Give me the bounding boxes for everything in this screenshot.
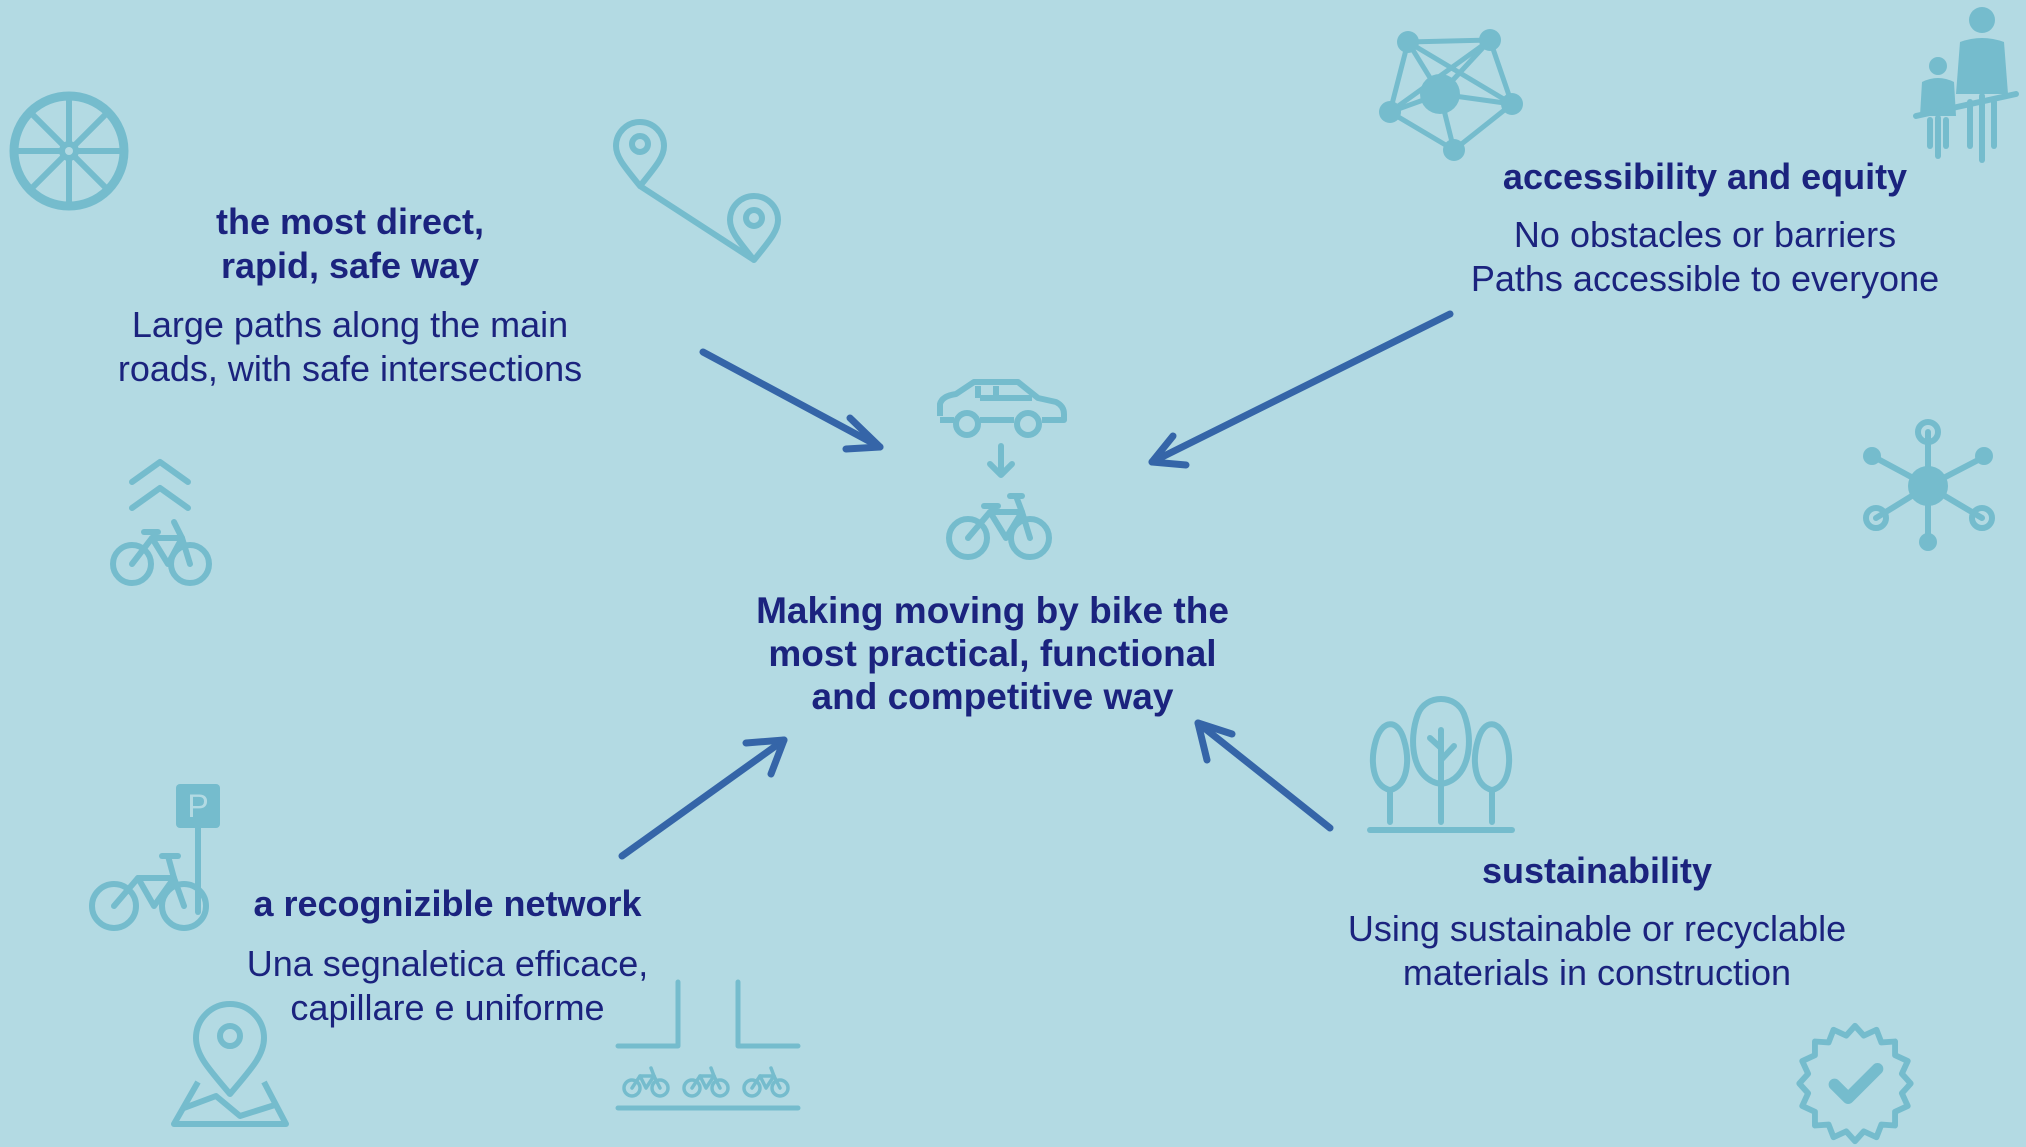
central-goal-line: Making moving by bike the [756, 590, 1229, 631]
verified-badge-icon [1796, 1022, 1914, 1145]
arrow-from-direct [699, 348, 884, 453]
node-desc-line: Paths accessible to everyone [1470, 258, 1940, 299]
node-desc-line: capillare e uniforme [290, 987, 605, 1028]
map-pin-icon [171, 1001, 289, 1127]
hub-icon [1863, 419, 1995, 551]
node-network: a recognizible network Una segnaletica e… [180, 882, 715, 1030]
node-desc-line: Large paths along the main [131, 304, 569, 345]
svg-text:P: P [187, 788, 208, 824]
node-network-title: a recognizible network [180, 882, 715, 926]
node-title-line: rapid, safe way [220, 245, 480, 286]
central-goal: Making moving by bike the most practical… [700, 589, 1285, 718]
node-desc-line: Una segnaletica efficace, [246, 943, 649, 984]
node-title-line: a recognizible network [253, 883, 642, 924]
central-goal-line: and competitive way [811, 676, 1174, 717]
car-icon [937, 379, 1067, 438]
node-sustainability-description: Using sustainable or recyclable material… [1317, 907, 1877, 995]
network-graph-icon [1379, 29, 1523, 161]
node-accessibility-title: accessibility and equity [1425, 155, 1985, 199]
family-cycling-icon [1913, 7, 2019, 163]
node-direct: the most direct, rapid, safe way Large p… [80, 200, 620, 391]
node-direct-title: the most direct, rapid, safe way [80, 200, 620, 288]
arrow-from-network [618, 736, 788, 860]
node-desc-line: roads, with safe intersections [117, 348, 583, 389]
route-pins-icon [613, 119, 781, 263]
bike-rack-icon [615, 979, 801, 1111]
node-desc-line: No obstacles or barriers [1513, 214, 1897, 255]
node-sustainability: sustainability Using sustainable or recy… [1317, 849, 1877, 995]
node-network-description: Una segnaletica efficace, capillare e un… [180, 942, 715, 1030]
bicycle-icon [946, 493, 1052, 560]
bike-parking-icon: P [89, 784, 220, 931]
node-direct-description: Large paths along the main roads, with s… [80, 303, 620, 391]
node-title-line: accessibility and equity [1502, 156, 1908, 197]
central-goal-line: most practical, functional [768, 633, 1217, 674]
arrow-down-icon [987, 443, 1015, 478]
arrow-from-sustainability [1194, 719, 1334, 832]
speed-bike-icon [110, 459, 212, 586]
node-accessibility: accessibility and equity No obstacles or… [1425, 155, 1985, 301]
node-sustainability-title: sustainability [1317, 849, 1877, 893]
node-desc-line: Using sustainable or recyclable [1347, 908, 1847, 949]
node-desc-line: materials in construction [1402, 952, 1792, 993]
node-accessibility-description: No obstacles or barriers Paths accessibl… [1425, 213, 1985, 301]
node-title-line: the most direct, [215, 201, 485, 242]
trees-icon [1367, 696, 1515, 833]
node-title-line: sustainability [1481, 850, 1713, 891]
arrow-from-accessibility [1148, 310, 1454, 469]
wheel-icon [9, 91, 129, 211]
